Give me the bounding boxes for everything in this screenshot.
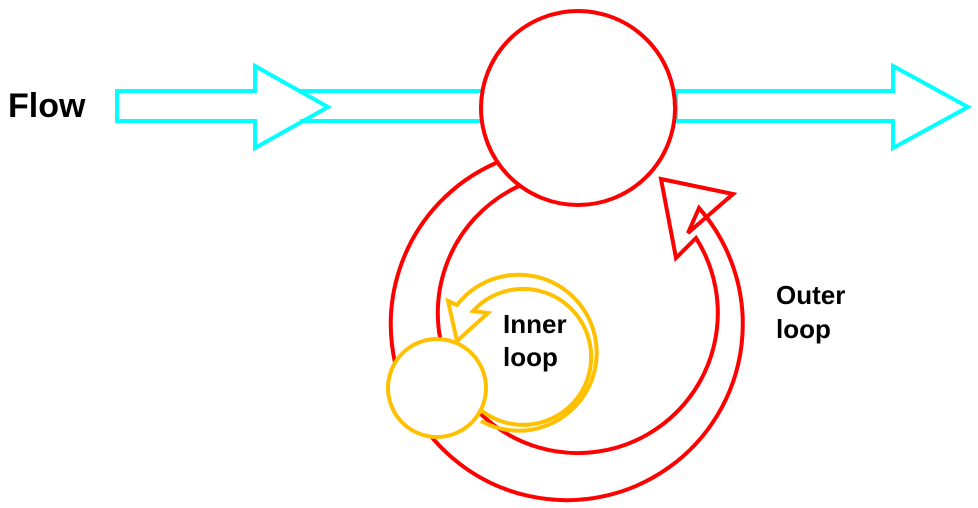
inner-loop-label-line2: loop [503, 342, 558, 372]
outer-loop-label-line2: loop [776, 314, 831, 344]
inner-loop-label-line1: Inner [503, 309, 567, 339]
flow-arrow-in [115, 62, 333, 152]
flow-arrow-out [674, 62, 973, 152]
controller-circle [386, 337, 488, 439]
outer-loop-label-line1: Outer [776, 280, 845, 310]
outer-loop-arrow [388, 161, 745, 503]
flow-label: Flow [8, 87, 86, 125]
inner-loop-arrow [445, 272, 599, 433]
process-circle [479, 9, 677, 207]
